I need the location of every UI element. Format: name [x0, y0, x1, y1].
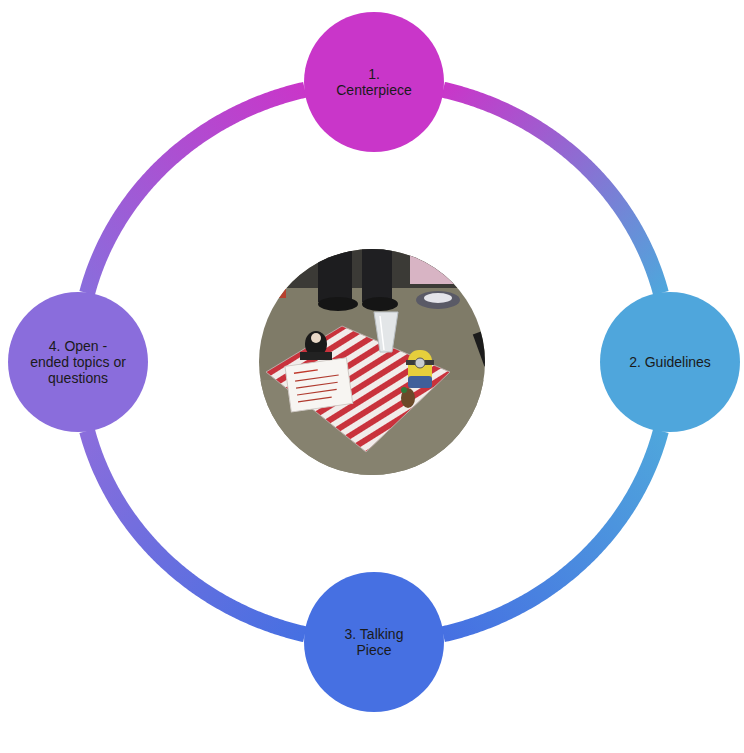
- text-holder: 4. Open - ended topics or questions: [8, 292, 148, 432]
- circle-fill: [8, 292, 148, 432]
- circle-node: 2. Guidelines: [600, 292, 740, 432]
- circle-fill: [304, 572, 444, 712]
- circle-node: 3. Talking Piece: [304, 572, 444, 712]
- node-label: 4. Open - ended topics or questions: [30, 338, 126, 386]
- text-holder: 2. Guidelines: [600, 292, 740, 432]
- node-label: 3. Talking Piece: [332, 626, 416, 658]
- ring-arc: [443, 431, 661, 634]
- text-holder: 1. Centerpiece: [304, 12, 444, 152]
- circle-fill: [600, 292, 740, 432]
- circle-node: 4. Open - ended topics or questions: [8, 292, 148, 432]
- ring-arc: [87, 431, 305, 634]
- node-label: 2. Guidelines: [629, 354, 711, 370]
- ring-arc: [443, 90, 661, 293]
- text-holder: 3. Talking Piece: [304, 572, 444, 712]
- ring-arc: [87, 90, 305, 293]
- node-label: 1. Centerpiece: [332, 66, 416, 98]
- circle-node: 1. Centerpiece: [304, 12, 444, 152]
- circle-fill: [304, 12, 444, 152]
- photo-illustration: [250, 240, 503, 490]
